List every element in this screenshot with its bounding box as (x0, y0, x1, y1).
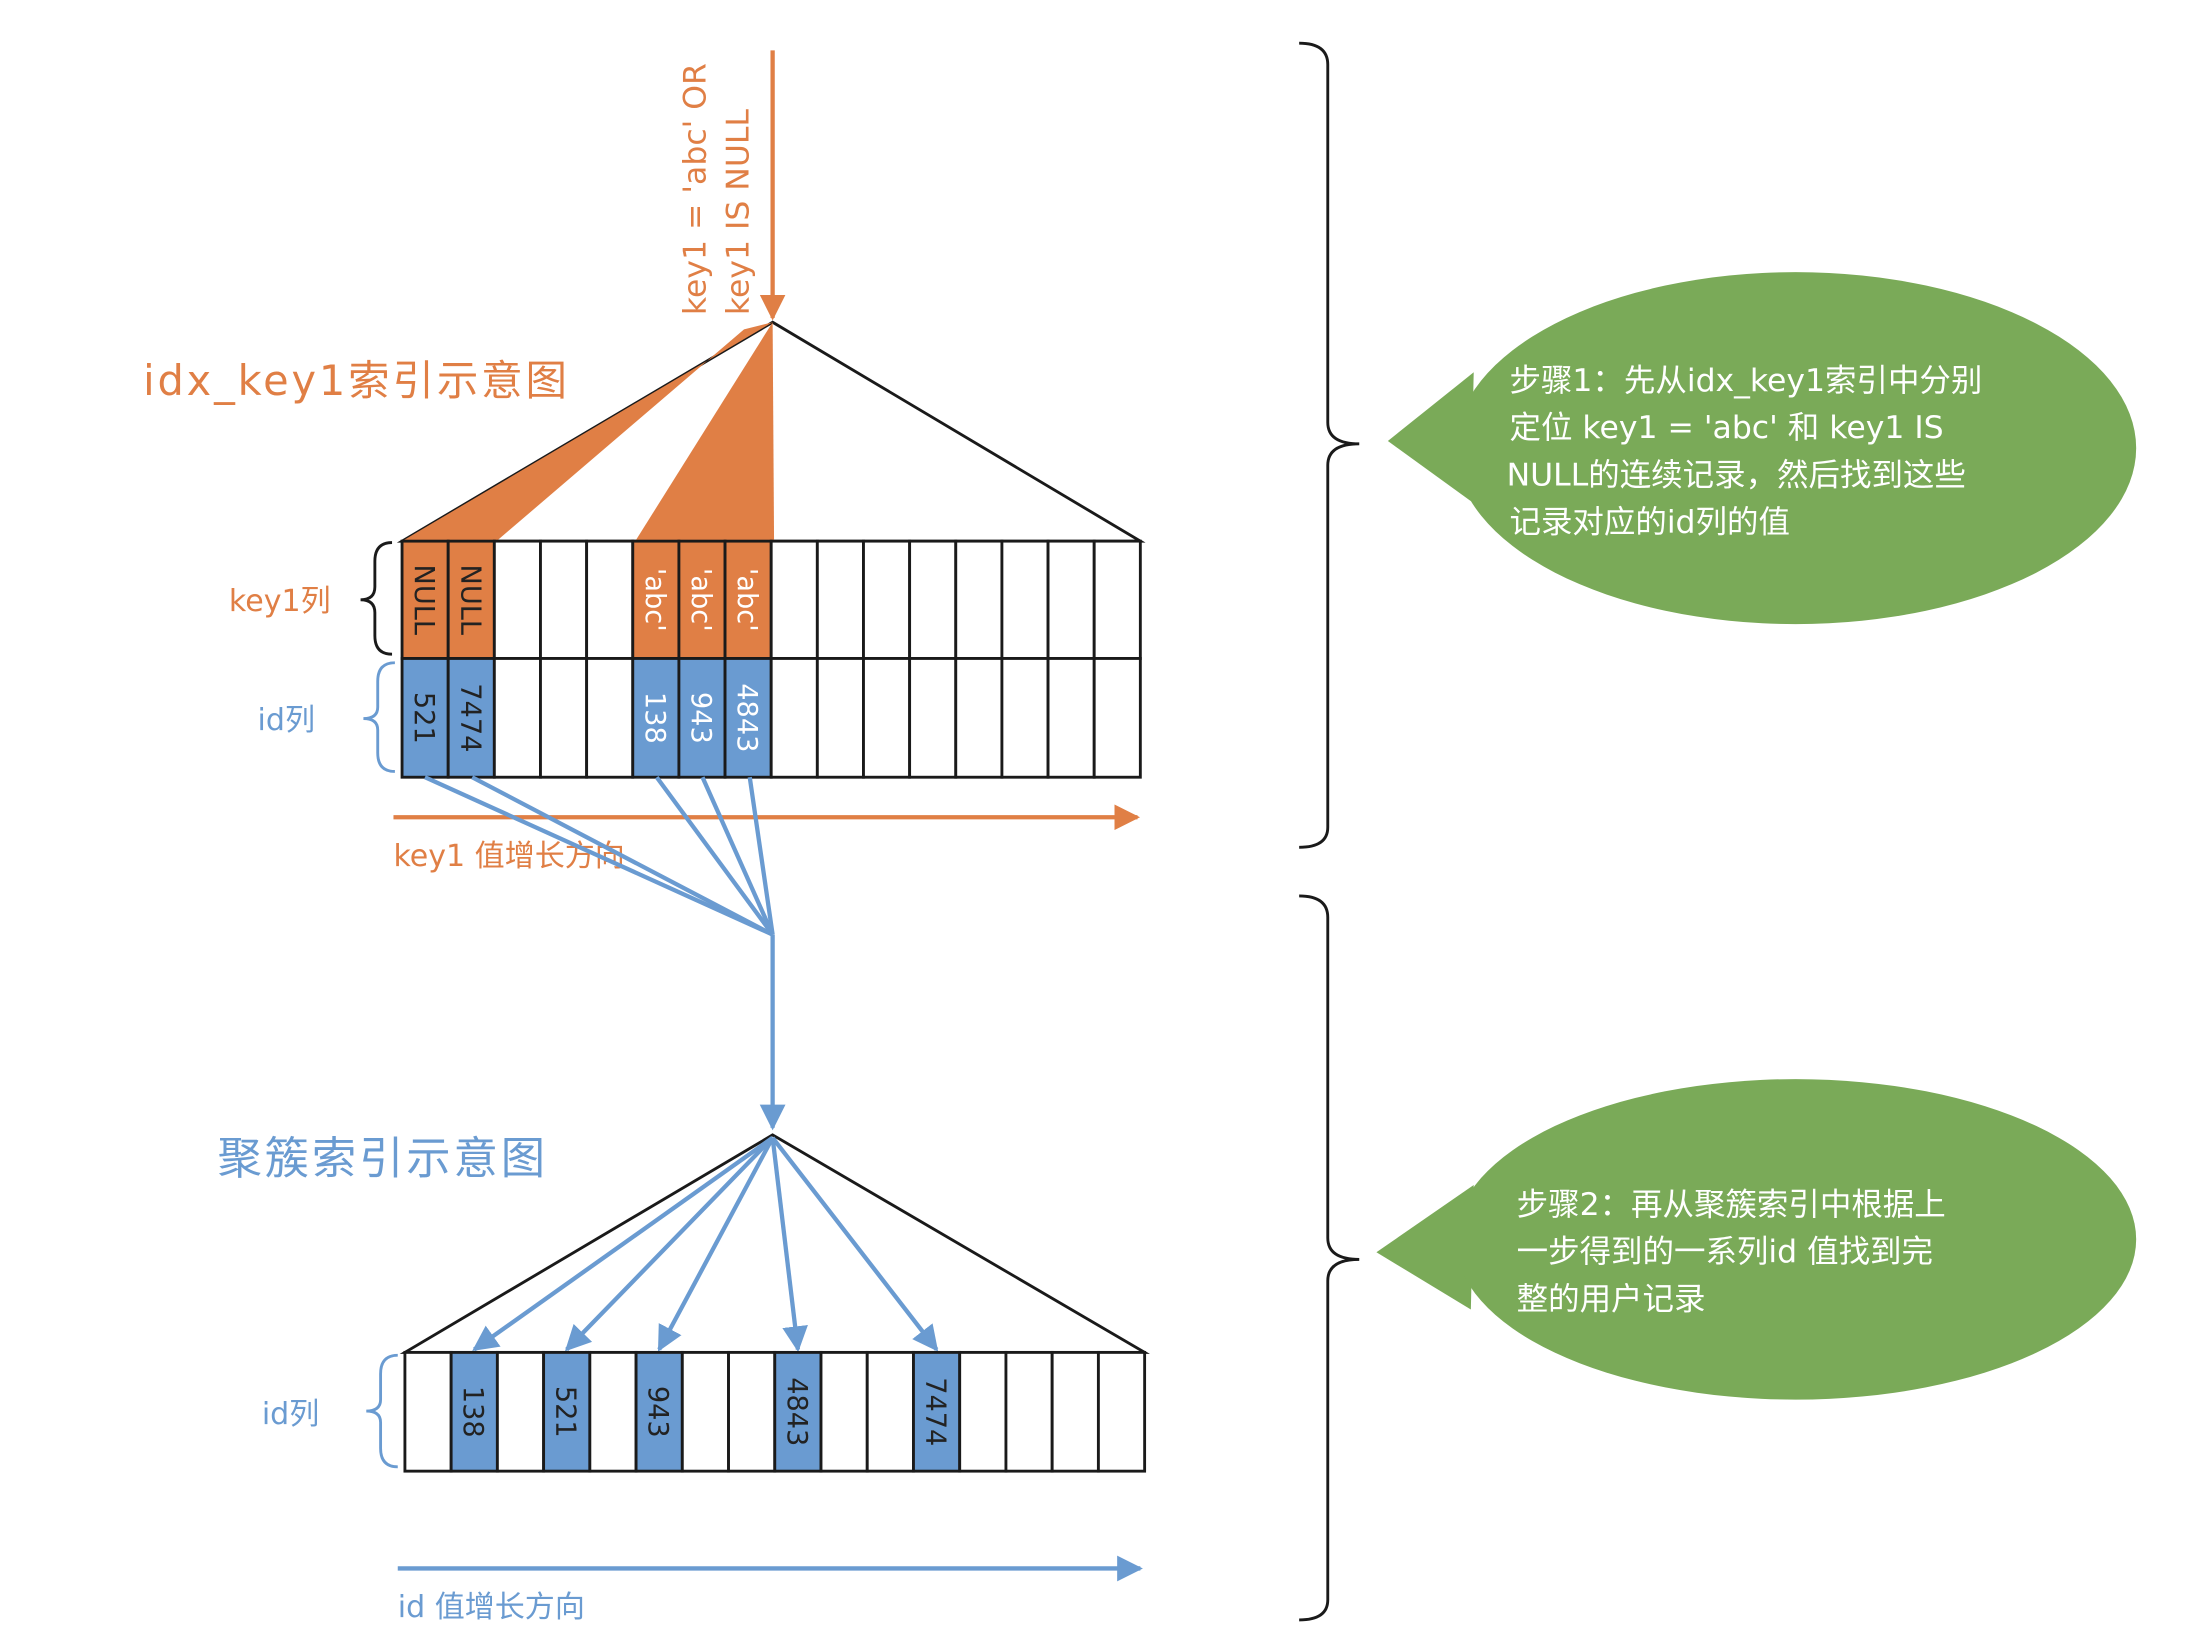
id-brace (363, 661, 395, 773)
query-text-line1: key1 = 'abc' OR (677, 63, 713, 315)
key1-cell (539, 539, 589, 660)
key1-cell (400, 539, 450, 660)
key1-cell (815, 539, 865, 660)
id-cell (585, 657, 635, 779)
clustered-id-cell (958, 1350, 1008, 1473)
clustered-id-cell (495, 1350, 546, 1473)
id-cell (862, 657, 912, 779)
lookup-arrow (770, 1136, 939, 1352)
key1-cell (492, 539, 542, 660)
id-cell (908, 657, 958, 779)
step2-callout: 步骤2：再从聚簇索引中根据上 一步得到的一系列id 值找到完 整的用户记录 (1376, 1079, 2137, 1400)
clustered-id-column-label: id列 (262, 1397, 319, 1432)
id-cell (1046, 657, 1096, 779)
clustered-id-cell (680, 1350, 730, 1473)
key1-direction-label: key1 值增长方向 (393, 839, 624, 874)
lookup-arrow (657, 1136, 775, 1352)
lookup-arrow (472, 1136, 774, 1352)
secondary-index: key1 = 'abc' OR key1 IS NULL idx_key1索引示… (143, 50, 1146, 874)
clustered-id-cell-value: 7474 (920, 1377, 951, 1446)
id-cell (815, 657, 865, 779)
id-cell-value: 7474 (454, 683, 485, 752)
clustered-id-cell (1096, 1350, 1147, 1473)
step2-line: 整的用户记录 (1517, 1281, 1706, 1317)
clustered-id-cell (403, 1350, 453, 1473)
lookup-arrow (770, 1137, 808, 1353)
step2-line: 步骤2：再从聚簇索引中根据上 (1517, 1187, 1946, 1223)
step1-callout: 步骤1：先从idx_key1索引中分别 定位 key1 = 'abc' 和 ke… (1387, 272, 2137, 625)
clustered-id-cell (449, 1350, 499, 1473)
key1-cell-value: NULL (454, 565, 485, 636)
id-lookup-lines (424, 775, 786, 1131)
clustered-id-brace (366, 1353, 398, 1469)
clustered-index: 聚簇索引示意图 138 521 943 4843 7474 id列 id 值增长方向 (217, 1133, 1150, 1625)
key1-cell (1092, 539, 1142, 660)
clustered-id-cell (634, 1350, 684, 1473)
key1-brace (360, 541, 393, 656)
clustered-id-cell (1050, 1350, 1100, 1473)
id-cell (954, 657, 1004, 779)
id-cell (1092, 657, 1142, 779)
clustered-id-cell (865, 1350, 915, 1473)
key1-cell-value: 'abc' (685, 568, 716, 632)
null-range-wedge (402, 322, 773, 542)
id-cell (1000, 657, 1050, 779)
key1-column-label: key1列 (229, 584, 331, 619)
clustered-id-cell (588, 1350, 638, 1473)
id-cell-value: 943 (685, 692, 716, 744)
query-text-line2: key1 IS NULL (720, 109, 756, 315)
step1-line: NULL的连续记录，然后找到这些 (1507, 457, 1966, 493)
step2-line: 一步得到的一系列id 值找到完 (1517, 1234, 1933, 1270)
clustered-id-cell (1004, 1350, 1054, 1473)
key1-cell (954, 539, 1004, 660)
step1-line: 步骤1：先从idx_key1索引中分别 (1509, 363, 1982, 399)
key1-cell (1046, 539, 1096, 660)
key1-cell (769, 539, 819, 660)
key1-cell (908, 539, 958, 660)
lookup-arrow (564, 1136, 775, 1352)
clustered-id-cell-value: 943 (642, 1386, 673, 1438)
secondary-index-title: idx_key1索引示意图 (143, 356, 570, 405)
id-cell-value: 4843 (731, 683, 762, 752)
clustered-id-cell-value: 138 (457, 1386, 488, 1438)
id-cell (631, 657, 681, 779)
id-column-label: id列 (258, 703, 315, 738)
step1-line: 记录对应的id列的值 (1509, 505, 1789, 541)
key1-cell (585, 539, 635, 660)
clustered-id-cell-value: 4843 (781, 1377, 812, 1446)
id-cell (723, 657, 773, 779)
id-cell-value: 138 (639, 692, 670, 744)
clustered-id-cell (819, 1350, 869, 1473)
step2-brace (1299, 894, 1360, 1622)
id-cell (492, 657, 542, 779)
key1-cell (1000, 539, 1050, 660)
id-direction-label: id 值增长方向 (398, 1590, 585, 1625)
id-cell-value: 521 (408, 692, 439, 744)
key1-cell (631, 539, 681, 660)
key1-cell-value: 'abc' (731, 568, 762, 632)
step1-line: 定位 key1 = 'abc' 和 key1 IS (1509, 410, 1943, 446)
key1-cell (862, 539, 912, 660)
step1-brace (1299, 41, 1360, 849)
clustered-id-cell (727, 1350, 777, 1473)
key1-cell-value: 'abc' (639, 568, 670, 632)
abc-range-wedge (635, 322, 775, 542)
id-cell (539, 657, 589, 779)
clustered-id-cell (773, 1350, 823, 1473)
clustered-index-title: 聚簇索引示意图 (217, 1134, 547, 1185)
clustered-id-cell-value: 521 (550, 1386, 581, 1438)
key1-cell-value: NULL (408, 565, 439, 636)
id-cell (769, 657, 819, 779)
key1-cell (446, 539, 496, 660)
